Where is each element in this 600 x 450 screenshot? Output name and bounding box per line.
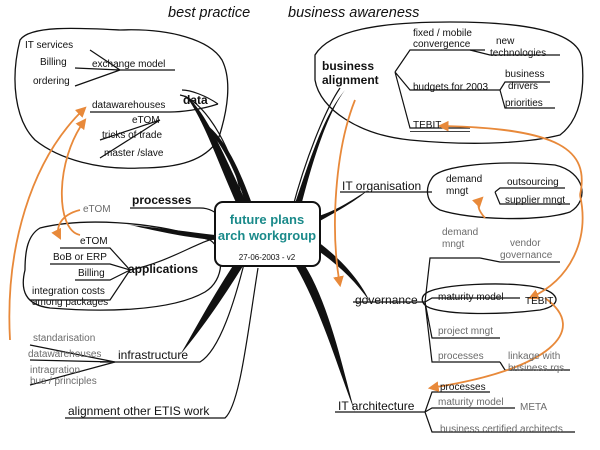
data-etom: eTOM — [132, 115, 160, 126]
infrastructure-datawarehouses: datawarehouses — [28, 349, 101, 360]
data-cloud — [14, 27, 229, 169]
ba-priorities: priorities — [505, 98, 543, 109]
data-ordering: ordering — [33, 76, 70, 87]
it-org-outsourcing: outsourcing — [507, 177, 559, 188]
it-arch-processes: processes — [440, 382, 486, 393]
processes-etom: eTOM — [83, 204, 111, 215]
header-best-practice: best practice — [168, 5, 250, 21]
ba-newtech-2: technologies — [490, 48, 546, 59]
processes-label: processes — [132, 193, 192, 207]
data-datawarehouses: datawarehouses — [92, 100, 165, 111]
center-box — [214, 201, 321, 267]
infrastructure-standarisation: standarisation — [33, 333, 95, 344]
applications-label: applications — [128, 262, 198, 276]
governance-inner-cloud — [421, 283, 557, 315]
center-date: 27-06-2003 - v2 — [239, 253, 296, 262]
it-org-cloud — [426, 162, 583, 220]
infrastructure-intragration-2: bus / principles — [30, 376, 97, 387]
it-arch-maturity: maturity model — [438, 397, 504, 408]
ba-fixed-1: fixed / mobile — [413, 28, 472, 39]
cloud-outlines — [14, 21, 584, 315]
gov-vendor-1: vendor — [510, 238, 541, 249]
header-business-awareness: business awareness — [288, 5, 419, 21]
applications-integration-2: among packages — [32, 297, 108, 308]
gov-vendor-2: governance — [500, 250, 553, 261]
ba-tebit-underline — [410, 131, 470, 132]
data-it-services: IT services — [25, 40, 73, 51]
ba-tebit: TEBIT — [413, 120, 441, 131]
it-org-supplier: supplier mngt — [505, 195, 565, 206]
applications-billing: Billing — [78, 268, 105, 279]
data-exchange-model: exchange model — [92, 59, 165, 70]
it-arch-meta: META — [520, 402, 547, 413]
gov-demand-1: demand — [442, 227, 478, 238]
gov-demand-2: mngt — [442, 239, 464, 250]
gov-linkage-2: business rqs — [508, 363, 564, 374]
infrastructure-intragration-1: intragration — [30, 365, 80, 376]
center-title-line2: arch workgroup — [218, 228, 316, 243]
alignment-other-etis: alignment other ETIS work — [68, 404, 210, 418]
data-label: data — [183, 93, 208, 107]
it-org-demand-1: demand — [446, 174, 482, 185]
business-alignment-label-2: alignment — [322, 73, 379, 87]
it-organisation-label: IT organisation — [342, 179, 421, 193]
orange-arrows — [8, 99, 584, 393]
gov-processes: processes — [438, 351, 484, 362]
gov-project: project mngt — [438, 326, 493, 337]
gov-maturity: maturity model — [438, 292, 504, 303]
it-architecture-label: IT architecture — [338, 399, 415, 413]
governance-label: governance — [355, 293, 418, 307]
gov-linkage-1: linkage with — [508, 351, 560, 362]
it-arch-certified: business certified architects — [440, 424, 563, 435]
applications-bob: BoB or ERP — [53, 252, 107, 263]
applications-etom: eTOM — [80, 236, 108, 247]
data-master-slave: master /slave — [104, 148, 164, 159]
center-title-line1: future plans — [230, 212, 304, 227]
applications-integration-1: integration costs — [32, 286, 105, 297]
ba-fixed-2: convergence — [413, 39, 471, 50]
connector-lines — [29, 49, 575, 433]
business-alignment-cloud — [314, 21, 584, 144]
business-alignment-label-1: business — [322, 59, 374, 73]
applications-cloud — [22, 221, 222, 311]
ba-budgets: budgets for 2003 — [413, 82, 488, 93]
ba-drivers-2: drivers — [508, 81, 538, 92]
ba-newtech-1: new — [496, 36, 515, 47]
ba-drivers-1: business — [505, 69, 544, 80]
it-org-demand-2: mngt — [446, 186, 468, 197]
gov-tebit: TEBIT — [525, 296, 553, 307]
infrastructure-label: infrastructure — [118, 348, 188, 362]
data-tricks: tricks of trade — [102, 130, 162, 141]
data-billing: Billing — [40, 57, 67, 68]
